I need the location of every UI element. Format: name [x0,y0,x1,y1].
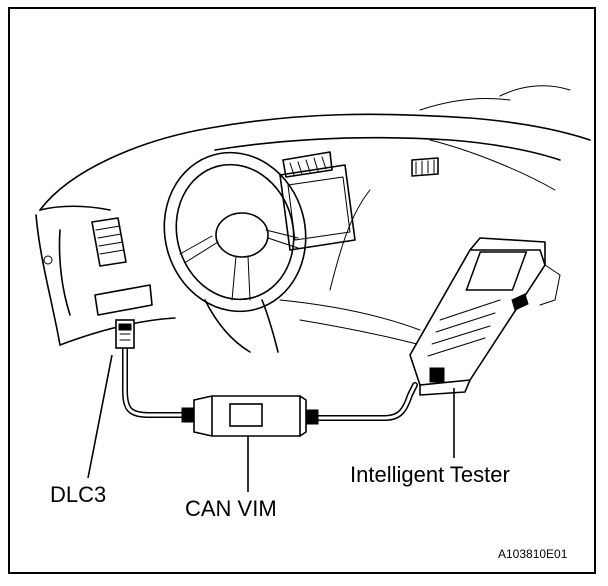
can-vim-module [181,395,319,437]
figure-code: A103810E01 [498,547,568,561]
label-dlc3: DLC3 [50,482,107,507]
steering-wheel [163,151,307,353]
label-intelligent-tester: Intelligent Tester [350,462,510,487]
dashboard [35,85,591,361]
label-can-vim: CAN VIM [185,496,277,521]
cable-assembly [115,319,418,421]
diagram-frame [8,7,596,574]
intelligent-tester-device [409,237,561,396]
leader-dlc3 [87,354,113,479]
